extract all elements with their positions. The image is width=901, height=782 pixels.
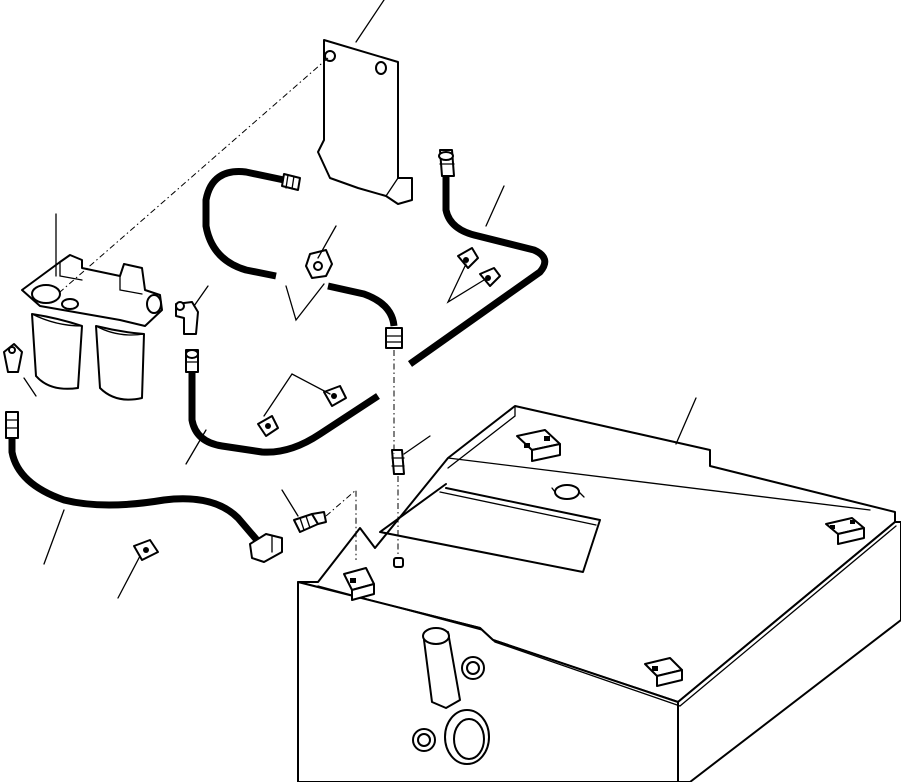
hose-clamp bbox=[457, 247, 479, 269]
callout-leader bbox=[355, 0, 385, 43]
fuel-hose-upper bbox=[202, 168, 285, 280]
hose-clamp bbox=[323, 385, 347, 407]
twin-fuel-filter bbox=[21, 254, 163, 401]
callout-leader bbox=[263, 373, 331, 417]
tank-drain-plug bbox=[393, 557, 404, 568]
tank-outlet-port bbox=[444, 709, 490, 765]
callout-leader bbox=[403, 435, 431, 455]
hose-end-fitting bbox=[281, 173, 301, 191]
callout-leader bbox=[675, 397, 697, 445]
tank-filler-cap bbox=[554, 484, 580, 500]
tank-front-port bbox=[412, 728, 436, 752]
callout-leader bbox=[185, 429, 207, 465]
fuel-tank bbox=[297, 405, 901, 782]
fuel-hose-feed bbox=[8, 436, 265, 549]
elbow-fitting bbox=[3, 343, 23, 373]
adapter-fitting bbox=[293, 511, 327, 533]
elbow-fitting bbox=[175, 301, 199, 335]
tank-mounting-pad bbox=[516, 429, 561, 462]
callout-leader bbox=[193, 285, 209, 307]
callout-leader bbox=[446, 263, 485, 304]
tank-fill-neck bbox=[422, 627, 461, 709]
fuel-hose-lower bbox=[188, 368, 380, 456]
hose-end-fitting bbox=[385, 327, 403, 349]
callout-leaders bbox=[23, 0, 697, 599]
hose-clamp bbox=[133, 539, 159, 561]
tank-top-panel bbox=[379, 483, 601, 573]
fuel-hose-return bbox=[407, 174, 549, 367]
callout-leader bbox=[317, 225, 337, 259]
tank-mounting-pad bbox=[343, 567, 375, 601]
fuel-hose-middle bbox=[327, 282, 398, 327]
callout-leader bbox=[281, 489, 299, 517]
hose-clamp bbox=[479, 267, 501, 287]
hose-end-fitting bbox=[185, 349, 199, 373]
tank-mounting-pad bbox=[644, 657, 683, 687]
hose-clamp bbox=[305, 249, 333, 279]
callout-leader bbox=[43, 509, 65, 565]
hose-end-fitting bbox=[5, 411, 19, 439]
adapter-fitting bbox=[391, 449, 405, 475]
tank-mounting-bracket bbox=[317, 39, 413, 205]
tank-front-port bbox=[461, 656, 485, 680]
hose-end-fitting bbox=[438, 149, 455, 177]
hose-clamp bbox=[257, 415, 279, 437]
callout-leader bbox=[23, 377, 37, 397]
callout-leader bbox=[285, 283, 325, 322]
tank-mounting-pad bbox=[825, 517, 865, 545]
callout-leader bbox=[117, 555, 141, 599]
callout-leader bbox=[485, 185, 505, 227]
assembly-center-lines bbox=[59, 57, 399, 560]
fuel-tank-right-face bbox=[677, 521, 901, 782]
elbow-fitting bbox=[249, 533, 283, 563]
